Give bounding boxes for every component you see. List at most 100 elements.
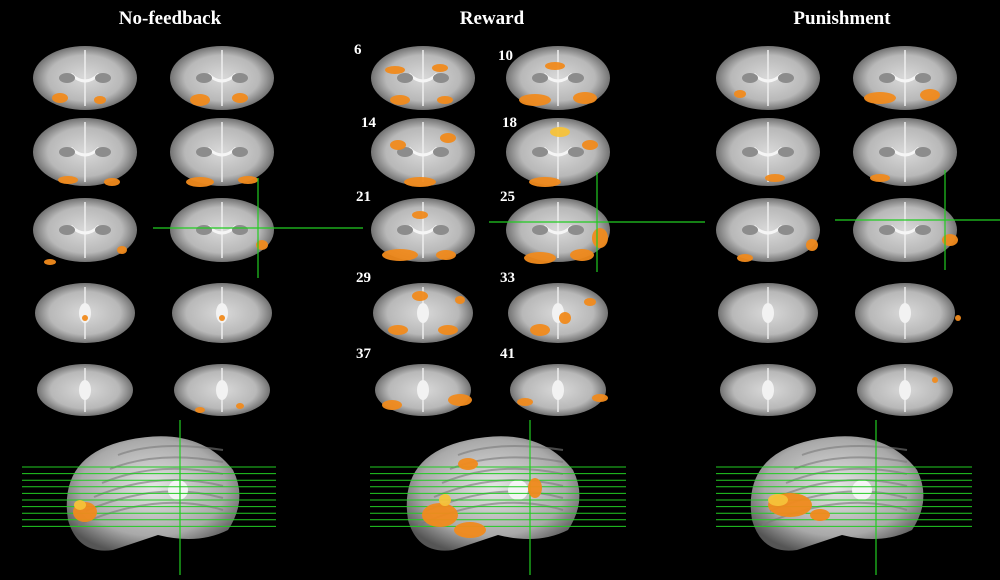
activation-blob xyxy=(584,298,596,306)
activation-blob xyxy=(582,140,598,150)
activation-blob xyxy=(382,400,402,410)
activation-blob xyxy=(864,92,896,104)
slice-label: 41 xyxy=(500,346,515,362)
activation-blob xyxy=(559,312,571,324)
axial-slice xyxy=(172,283,272,343)
activation-blob xyxy=(412,211,428,219)
axial-slice xyxy=(371,118,475,186)
activation-blob xyxy=(810,509,830,521)
activation-blob xyxy=(573,92,597,104)
axial-slice xyxy=(33,46,137,110)
axial-slice xyxy=(853,198,957,262)
activation-blob xyxy=(186,177,214,187)
activation-blob xyxy=(117,246,127,254)
axial-slice xyxy=(170,46,274,110)
slice-label: 10 xyxy=(498,48,513,64)
activation-blob xyxy=(920,89,940,101)
activation-blob xyxy=(955,315,961,321)
slice-label: 21 xyxy=(356,189,371,205)
activation-blob xyxy=(458,458,478,470)
axial-slice xyxy=(37,364,133,416)
axial-slice xyxy=(174,364,270,416)
axial-slice xyxy=(853,118,957,186)
activation-blob xyxy=(382,249,418,261)
slice-label: 33 xyxy=(500,270,515,286)
activation-blob xyxy=(74,500,86,510)
activation-blob xyxy=(592,228,608,248)
slice-label: 25 xyxy=(500,189,515,205)
axial-slice xyxy=(716,46,820,110)
activation-blob xyxy=(806,239,818,251)
axial-slice xyxy=(508,283,608,343)
activation-blob xyxy=(190,94,210,106)
activation-blob xyxy=(870,174,890,182)
axial-slice xyxy=(35,283,135,343)
axial-slice xyxy=(170,118,274,186)
activation-blob xyxy=(432,64,448,72)
activation-blob xyxy=(529,177,561,187)
activation-blob xyxy=(44,259,56,265)
axial-slice xyxy=(371,46,475,110)
activation-blob xyxy=(82,315,88,321)
activation-blob xyxy=(52,93,68,103)
axial-slice xyxy=(506,118,610,186)
activation-blob xyxy=(404,177,436,187)
activation-blob xyxy=(390,95,410,105)
activation-blob xyxy=(455,296,465,304)
axial-slice xyxy=(716,198,820,262)
activation-blob xyxy=(390,140,406,150)
slice-label: 14 xyxy=(361,115,376,131)
activation-blob xyxy=(734,90,746,98)
activation-blob xyxy=(765,174,785,182)
activation-blob xyxy=(219,315,225,321)
panel-title-no-feedback: No-feedback xyxy=(118,8,222,29)
axial-slice xyxy=(506,198,610,262)
activation-blob xyxy=(550,127,570,137)
activation-blob xyxy=(932,377,938,383)
activation-blob xyxy=(448,394,472,406)
activation-blob xyxy=(58,176,78,184)
activation-blob xyxy=(232,93,248,103)
activation-blob xyxy=(438,325,458,335)
activation-blob xyxy=(545,62,565,70)
activation-blob xyxy=(942,234,958,246)
activation-blob xyxy=(256,240,268,250)
slice-label: 6 xyxy=(354,42,362,58)
axial-slice xyxy=(716,118,820,186)
activation-blob xyxy=(437,96,453,104)
activation-blob xyxy=(412,291,428,301)
activation-blob xyxy=(528,478,542,498)
activation-blob xyxy=(388,325,408,335)
activation-blob xyxy=(524,252,556,264)
activation-blob xyxy=(592,394,608,402)
activation-blob xyxy=(570,249,594,261)
axial-slice xyxy=(855,283,955,343)
axial-slice xyxy=(371,198,475,262)
slice-label: 18 xyxy=(502,115,517,131)
activation-blob xyxy=(737,254,753,262)
axial-slice xyxy=(510,364,606,416)
axial-slice xyxy=(857,364,953,416)
activation-blob xyxy=(195,407,205,413)
activation-blob xyxy=(517,398,533,406)
axial-slice xyxy=(33,198,137,262)
activation-blob xyxy=(236,403,244,409)
activation-blob xyxy=(454,522,486,538)
activation-blob xyxy=(440,133,456,143)
activation-blob xyxy=(422,503,458,527)
activation-blob xyxy=(439,494,451,506)
axial-slice xyxy=(33,118,137,186)
activation-blob xyxy=(94,96,106,104)
activation-blob xyxy=(530,324,550,336)
activation-blob xyxy=(519,94,551,106)
axial-slice xyxy=(718,283,818,343)
slice-label: 37 xyxy=(356,346,371,362)
activation-blob xyxy=(768,494,788,506)
slice-label: 29 xyxy=(356,270,371,286)
activation-blob xyxy=(385,66,405,74)
panel-title-reward: Reward xyxy=(459,8,525,29)
activation-blob xyxy=(238,176,258,184)
axial-slice xyxy=(720,364,816,416)
panel-title-punishment: Punishment xyxy=(793,8,891,29)
